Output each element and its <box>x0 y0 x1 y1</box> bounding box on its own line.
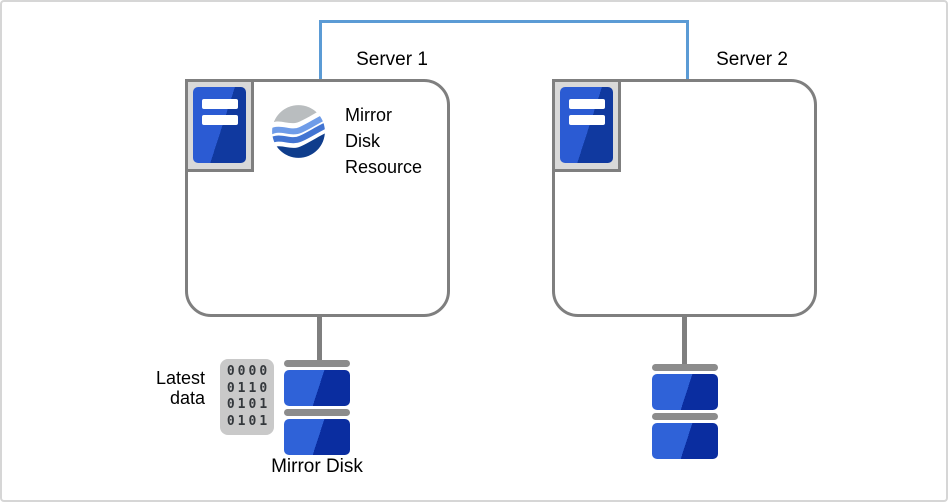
latest-data-binary-pad: 0000 0110 0101 0101 <box>220 359 274 435</box>
tower-slot <box>569 115 605 125</box>
server1-mirror-disk-icon <box>284 360 350 458</box>
mirror-disk-resource-icon <box>272 105 325 158</box>
disk-unit <box>284 370 350 406</box>
binary-row: 0000 <box>226 364 271 379</box>
server1-tower-icon <box>185 79 254 172</box>
latest-data-label-line: data <box>169 388 205 408</box>
disk-unit <box>652 374 718 410</box>
disk-unit <box>284 419 350 455</box>
tower-slot <box>202 99 238 109</box>
server2-mirror-disk-icon <box>652 364 718 462</box>
disk-bar <box>284 360 350 367</box>
tower-slot <box>202 115 238 125</box>
server2-label: Server 2 <box>716 49 788 70</box>
server-interconnect-line <box>319 20 689 79</box>
server1-disk-connector <box>317 315 322 362</box>
resource-label-line: Mirror <box>345 105 392 125</box>
server2-tower-icon <box>552 79 621 172</box>
latest-data-label-line: Latest <box>155 368 205 388</box>
tower-slot <box>569 99 605 109</box>
tower-body <box>193 87 246 163</box>
tower-body <box>560 87 613 163</box>
disk-unit <box>652 423 718 459</box>
disk-bar <box>652 413 718 420</box>
mirror-disk-label: Mirror Disk <box>271 456 363 477</box>
resource-label-line: Disk <box>345 131 380 151</box>
mirror-disk-resource-label: Mirror Disk Resource <box>345 102 455 180</box>
binary-row: 0110 <box>226 380 271 396</box>
disk-bar <box>652 364 718 371</box>
binary-row: 0101 <box>226 413 271 429</box>
disk-bar <box>284 409 350 416</box>
server1-label: Server 1 <box>356 49 428 70</box>
latest-data-label: Latest data <box>112 368 205 408</box>
server2-disk-connector <box>682 315 687 366</box>
resource-label-line: Resource <box>345 157 423 177</box>
binary-row: 0101 <box>226 397 271 412</box>
